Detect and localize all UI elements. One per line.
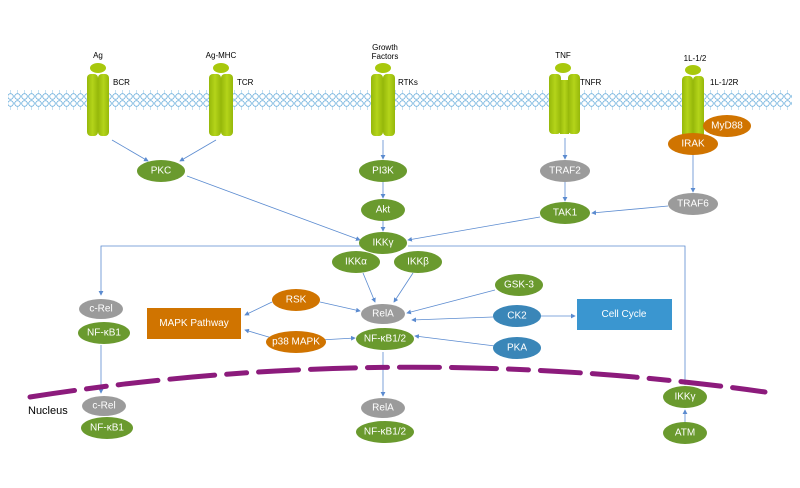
svg-text:RSK: RSK: [286, 295, 307, 306]
mapk-pathway-box: MAPK Pathway: [147, 308, 241, 339]
myd88-node: MyD88: [703, 115, 751, 137]
svg-text:TRAF2: TRAF2: [549, 166, 581, 177]
tnf-label: TNF: [555, 51, 571, 60]
nuclear-nfkb12-node: NF-κB1/2: [356, 421, 414, 443]
pi3k-node: PI3K: [359, 160, 407, 182]
rela-node: RelA: [361, 304, 405, 324]
atm-node: ATM: [663, 422, 707, 444]
nuclear-ikkg-node: IKKγ: [663, 386, 707, 408]
tcr-receptor: Ag-MHC TCR: [206, 51, 254, 136]
svg-text:p38 MAPK: p38 MAPK: [272, 337, 320, 348]
nucleus-label: Nucleus: [28, 405, 68, 417]
traf2-node: TRAF2: [540, 160, 590, 182]
svg-text:TRAF6: TRAF6: [677, 199, 709, 210]
pka-node: PKA: [493, 337, 541, 359]
svg-text:IKKα: IKKα: [345, 257, 367, 268]
nfkb12-node: NF-κB1/2: [356, 328, 414, 350]
svg-text:NF-κB1: NF-κB1: [87, 328, 121, 339]
ag-ligand: [90, 63, 106, 73]
svg-text:GSK-3: GSK-3: [504, 280, 534, 291]
pkc-node: PKC: [137, 160, 185, 182]
svg-text:MyD88: MyD88: [711, 121, 743, 132]
svg-text:RelA: RelA: [372, 309, 394, 320]
tnfr-receptor: TNF TNFR: [549, 51, 602, 134]
rsk-node: RSK: [272, 289, 320, 311]
traf6-node: TRAF6: [668, 193, 718, 215]
tcr-label: TCR: [237, 78, 254, 87]
svg-text:IKKγ: IKKγ: [372, 238, 393, 249]
svg-text:NF-κB1/2: NF-κB1/2: [364, 334, 407, 345]
svg-text:TAK1: TAK1: [553, 208, 578, 219]
nuclear-nfkb1-node: NF-κB1: [81, 417, 133, 439]
svg-text:NF-κB1: NF-κB1: [90, 423, 124, 434]
svg-text:c-Rel: c-Rel: [92, 401, 115, 412]
cell-cycle-box: Cell Cycle: [577, 299, 672, 330]
svg-text:IKKβ: IKKβ: [407, 257, 429, 268]
bcr-label: BCR: [113, 78, 130, 87]
svg-text:RelA: RelA: [372, 403, 394, 414]
cell-membrane: [8, 90, 792, 110]
tnfr-label: TNFR: [580, 78, 602, 87]
svg-text:ATM: ATM: [675, 428, 695, 439]
svg-text:PI3K: PI3K: [372, 166, 394, 177]
crel-node: c-Rel: [79, 299, 123, 319]
bcr-receptor: Ag BCR: [87, 51, 130, 136]
rtk-receptor: Growth Factors RTKs: [371, 43, 418, 136]
svg-text:PKC: PKC: [151, 166, 172, 177]
ikkb-node: IKKβ: [394, 251, 442, 273]
svg-text:PKA: PKA: [507, 343, 527, 354]
tak1-node: TAK1: [540, 202, 590, 224]
svg-text:NF-κB1/2: NF-κB1/2: [364, 427, 407, 438]
akt-node: Akt: [361, 199, 405, 221]
il-receptor: 1L-1/2 1L-1/2R: [682, 54, 739, 138]
ag-label: Ag: [93, 51, 103, 60]
nuclear-membrane: [27, 364, 768, 400]
nuclear-rela-node: RelA: [361, 398, 405, 418]
gsk3-node: GSK-3: [495, 274, 543, 296]
il-receptor-label: 1L-1/2R: [710, 78, 739, 87]
nuclear-crel-node: c-Rel: [82, 396, 126, 416]
irak-node: IRAK: [668, 133, 718, 155]
svg-text:c-Rel: c-Rel: [89, 304, 112, 315]
p38-mapk-node: p38 MAPK: [266, 331, 326, 353]
il-ligand-label: 1L-1/2: [684, 54, 707, 63]
rtks-label: RTKs: [398, 78, 418, 87]
svg-text:IKKγ: IKKγ: [674, 392, 695, 403]
svg-text:IRAK: IRAK: [681, 139, 705, 150]
ck2-node: CK2: [493, 305, 541, 327]
nfkb1-node: NF-κB1: [78, 322, 130, 344]
nodes: PKC PI3K Akt TRAF2 TAK1 TRAF6 MyD88 IRAK…: [78, 115, 751, 444]
svg-text:CK2: CK2: [507, 311, 527, 322]
ikkg-node: IKKγ: [359, 232, 407, 254]
ikka-node: IKKα: [332, 251, 380, 273]
svg-text:MAPK Pathway: MAPK Pathway: [159, 318, 228, 329]
ag-mhc-label: Ag-MHC: [206, 51, 237, 60]
svg-text:Akt: Akt: [376, 205, 391, 216]
growth-label: Growth: [372, 43, 398, 52]
factors-label: Factors: [372, 52, 399, 61]
svg-text:Cell Cycle: Cell Cycle: [601, 309, 646, 320]
